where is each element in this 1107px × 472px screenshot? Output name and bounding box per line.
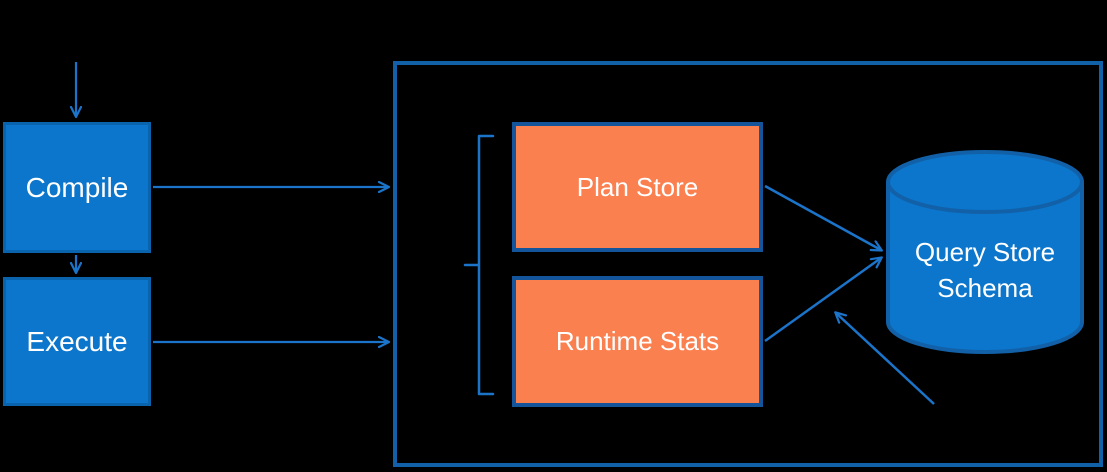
cylinder-body <box>886 182 1084 354</box>
runtime-stats-label: Runtime Stats <box>555 326 720 356</box>
query-store-container <box>393 61 1103 467</box>
runtime-stats-to-schema-arrow <box>764 258 881 343</box>
execute-label: Execute <box>26 325 128 357</box>
grouping-bracket <box>463 134 495 396</box>
query-store-schema-label: Query Store Schema <box>914 237 1056 303</box>
compile-node: Compile <box>3 122 151 253</box>
compile-label: Compile <box>25 171 129 203</box>
runtime-stats-node: Runtime Stats <box>512 276 763 407</box>
execute-node: Execute <box>3 277 151 406</box>
plan-store-node: Plan Store <box>512 122 763 252</box>
external-to-schema-arrow <box>836 313 935 405</box>
cylinder-top <box>886 150 1084 214</box>
database-cylinder-icon <box>886 150 1084 354</box>
plan-store-to-schema-arrow <box>764 184 881 250</box>
plan-store-label: Plan Store <box>576 171 699 202</box>
